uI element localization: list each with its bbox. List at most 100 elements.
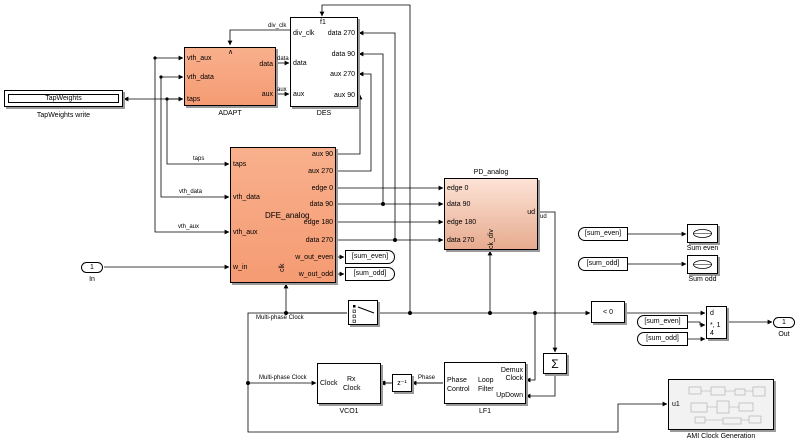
goto-sum-odd[interactable]: [sum_odd] [345,267,395,281]
output-switch[interactable]: d *, 1 4 [706,306,727,339]
wire-label-data-adapt: data [277,56,289,62]
lf1-caption: LF1 [478,408,492,415]
vco-port-clock: Clock [320,380,338,387]
clock-select-switch[interactable] [348,300,378,325]
pd-port-ud: ud [527,209,535,216]
scope-sum-odd[interactable] [687,255,718,274]
wire-aux270-des [336,71,372,172]
wire-label-phase: Phase [418,375,436,381]
wire-data90-des [336,51,384,205]
dfe-port-aux270: aux 270 [308,168,333,175]
scope-sum-even[interactable] [687,224,718,243]
output-switch-port-d: d [710,310,714,317]
tapweights-caption: TapWeights write [36,112,91,119]
sum-block[interactable]: Σ [543,353,567,374]
lf-port-phase: Phase [447,377,467,384]
vco1-block[interactable]: Clock Rx Clock [317,363,381,404]
lf-port-control: Control [447,386,470,393]
delay-label: z⁻¹ [397,380,407,387]
scope-sum-odd-caption: Sum odd [688,276,717,283]
wire-label-taps: taps [193,156,205,162]
switch-icon [352,305,375,323]
lf-inner-filter: Filter [478,386,494,393]
scope-even-icon [693,229,712,238]
ami-thumbnail-icon [688,386,766,425]
dfe-port-vth-aux: vth_aux [233,229,258,236]
vco-inner-clock: Clock [343,385,361,392]
des-port-data270: data 270 [327,30,355,37]
des-port-aux90: aux 90 [333,92,355,99]
lf-port-demux: Demux [500,367,523,374]
adapt-block[interactable]: ∧ vth_aux vth_data taps data aux [184,47,276,106]
from-sum-odd-scope[interactable]: [sum_odd] [578,257,628,271]
pd-analog-block[interactable]: edge 0 data 90 edge 180 data 270 ud ck_d… [444,178,538,250]
scope-odd-icon [693,260,712,269]
from-sum-odd-switch[interactable]: [sum_odd] [637,332,688,346]
lf-inner-loop: Loop [478,377,494,384]
wire-data270-des [336,30,396,241]
des-port-aux: aux [293,91,305,98]
sum-glyph: Σ [551,357,559,371]
dfe-port-clk: clk [279,263,286,272]
wire-aux90-des [336,94,363,155]
ami-caption: AMI Clock Generation [686,433,756,440]
wire-vthdata-dfe [160,77,230,200]
wire-label-aux-adapt: aux [277,87,287,93]
dfe-title: DFE_analog [265,211,310,220]
in-port[interactable]: 1 [81,262,103,273]
dfe-port-taps: taps [233,161,247,168]
dfe-port-vth-data: vth_data [233,194,260,201]
tapweights-inner [8,94,119,103]
tapweights-label: TapWeights [45,95,82,102]
wire-clk-ami [247,383,668,433]
pd-title: PD_analog [473,169,509,176]
wire-sum-lf [525,374,556,399]
wire-vthaux-dfe [154,58,230,235]
wire-label-ud: ud [540,214,547,220]
adapt-top-glyph: ∧ [228,49,234,56]
wire-label-vth-aux: vth_aux [178,224,200,230]
dfe-port-data270: data 270 [305,237,333,244]
des-caption: DES [316,110,332,117]
dfe-port-data90: data 90 [309,201,333,208]
goto-sum-even[interactable]: [sum_even] [345,250,395,264]
dfe-port-w-out-odd: w_out_odd [298,271,333,278]
from-sum-even-switch[interactable]: [sum_even] [637,315,688,329]
tapweights-write-block[interactable]: TapWeights [4,90,123,107]
adapt-port-taps: taps [187,96,201,103]
output-switch-port-4: 4 [710,330,714,337]
in-port-caption: In [89,276,95,283]
des-top-glyph: f1 [320,19,326,26]
pd-port-edge180: edge 180 [447,219,477,226]
vco1-caption: VCO1 [339,408,359,415]
adapt-port-aux: aux [261,91,273,98]
adapt-port-data: data [259,61,273,68]
from-sum-even-scope[interactable]: [sum_even] [578,227,628,241]
pd-port-ck-div: ck_div [488,229,495,249]
compare-label: < 0 [603,309,613,316]
dfe-port-w-in: w_in [233,264,248,271]
ami-clock-generation-block[interactable]: u1 [668,379,774,430]
dfe-port-aux90: aux 90 [311,151,333,158]
pd-port-data270: data 270 [447,237,475,244]
ami-port-u1: u1 [672,401,680,408]
dfe-port-edge180: edge 180 [303,219,333,226]
adapt-port-vth-aux: vth_aux [187,55,212,62]
adapt-caption: ADAPT [218,110,242,117]
lf1-block[interactable]: Phase Control Loop Filter Demux Clock Up… [444,362,526,404]
wire-clk-desbus [319,4,411,313]
dfe-analog-block[interactable]: taps vth_data vth_aux w_in aux 90 aux 27… [230,147,336,283]
out-port[interactable]: 1 [773,317,795,328]
des-port-div-clk: div_clk [293,30,315,37]
wire-even-switch [688,321,706,328]
unit-delay-block[interactable]: z⁻¹ [392,374,412,392]
wire-mux-lf [525,313,536,383]
dfe-port-edge0: edge 0 [311,185,333,192]
des-block[interactable]: f1 div_clk data aux data 270 data 90 aux… [290,17,358,107]
compare-to-zero[interactable]: < 0 [591,301,625,323]
wire-taps-dfe [166,99,230,167]
pd-port-edge0: edge 0 [447,185,469,192]
wire-label-vth-data: vth_data [179,189,203,195]
scope-sum-even-caption: Sum even [686,245,719,252]
